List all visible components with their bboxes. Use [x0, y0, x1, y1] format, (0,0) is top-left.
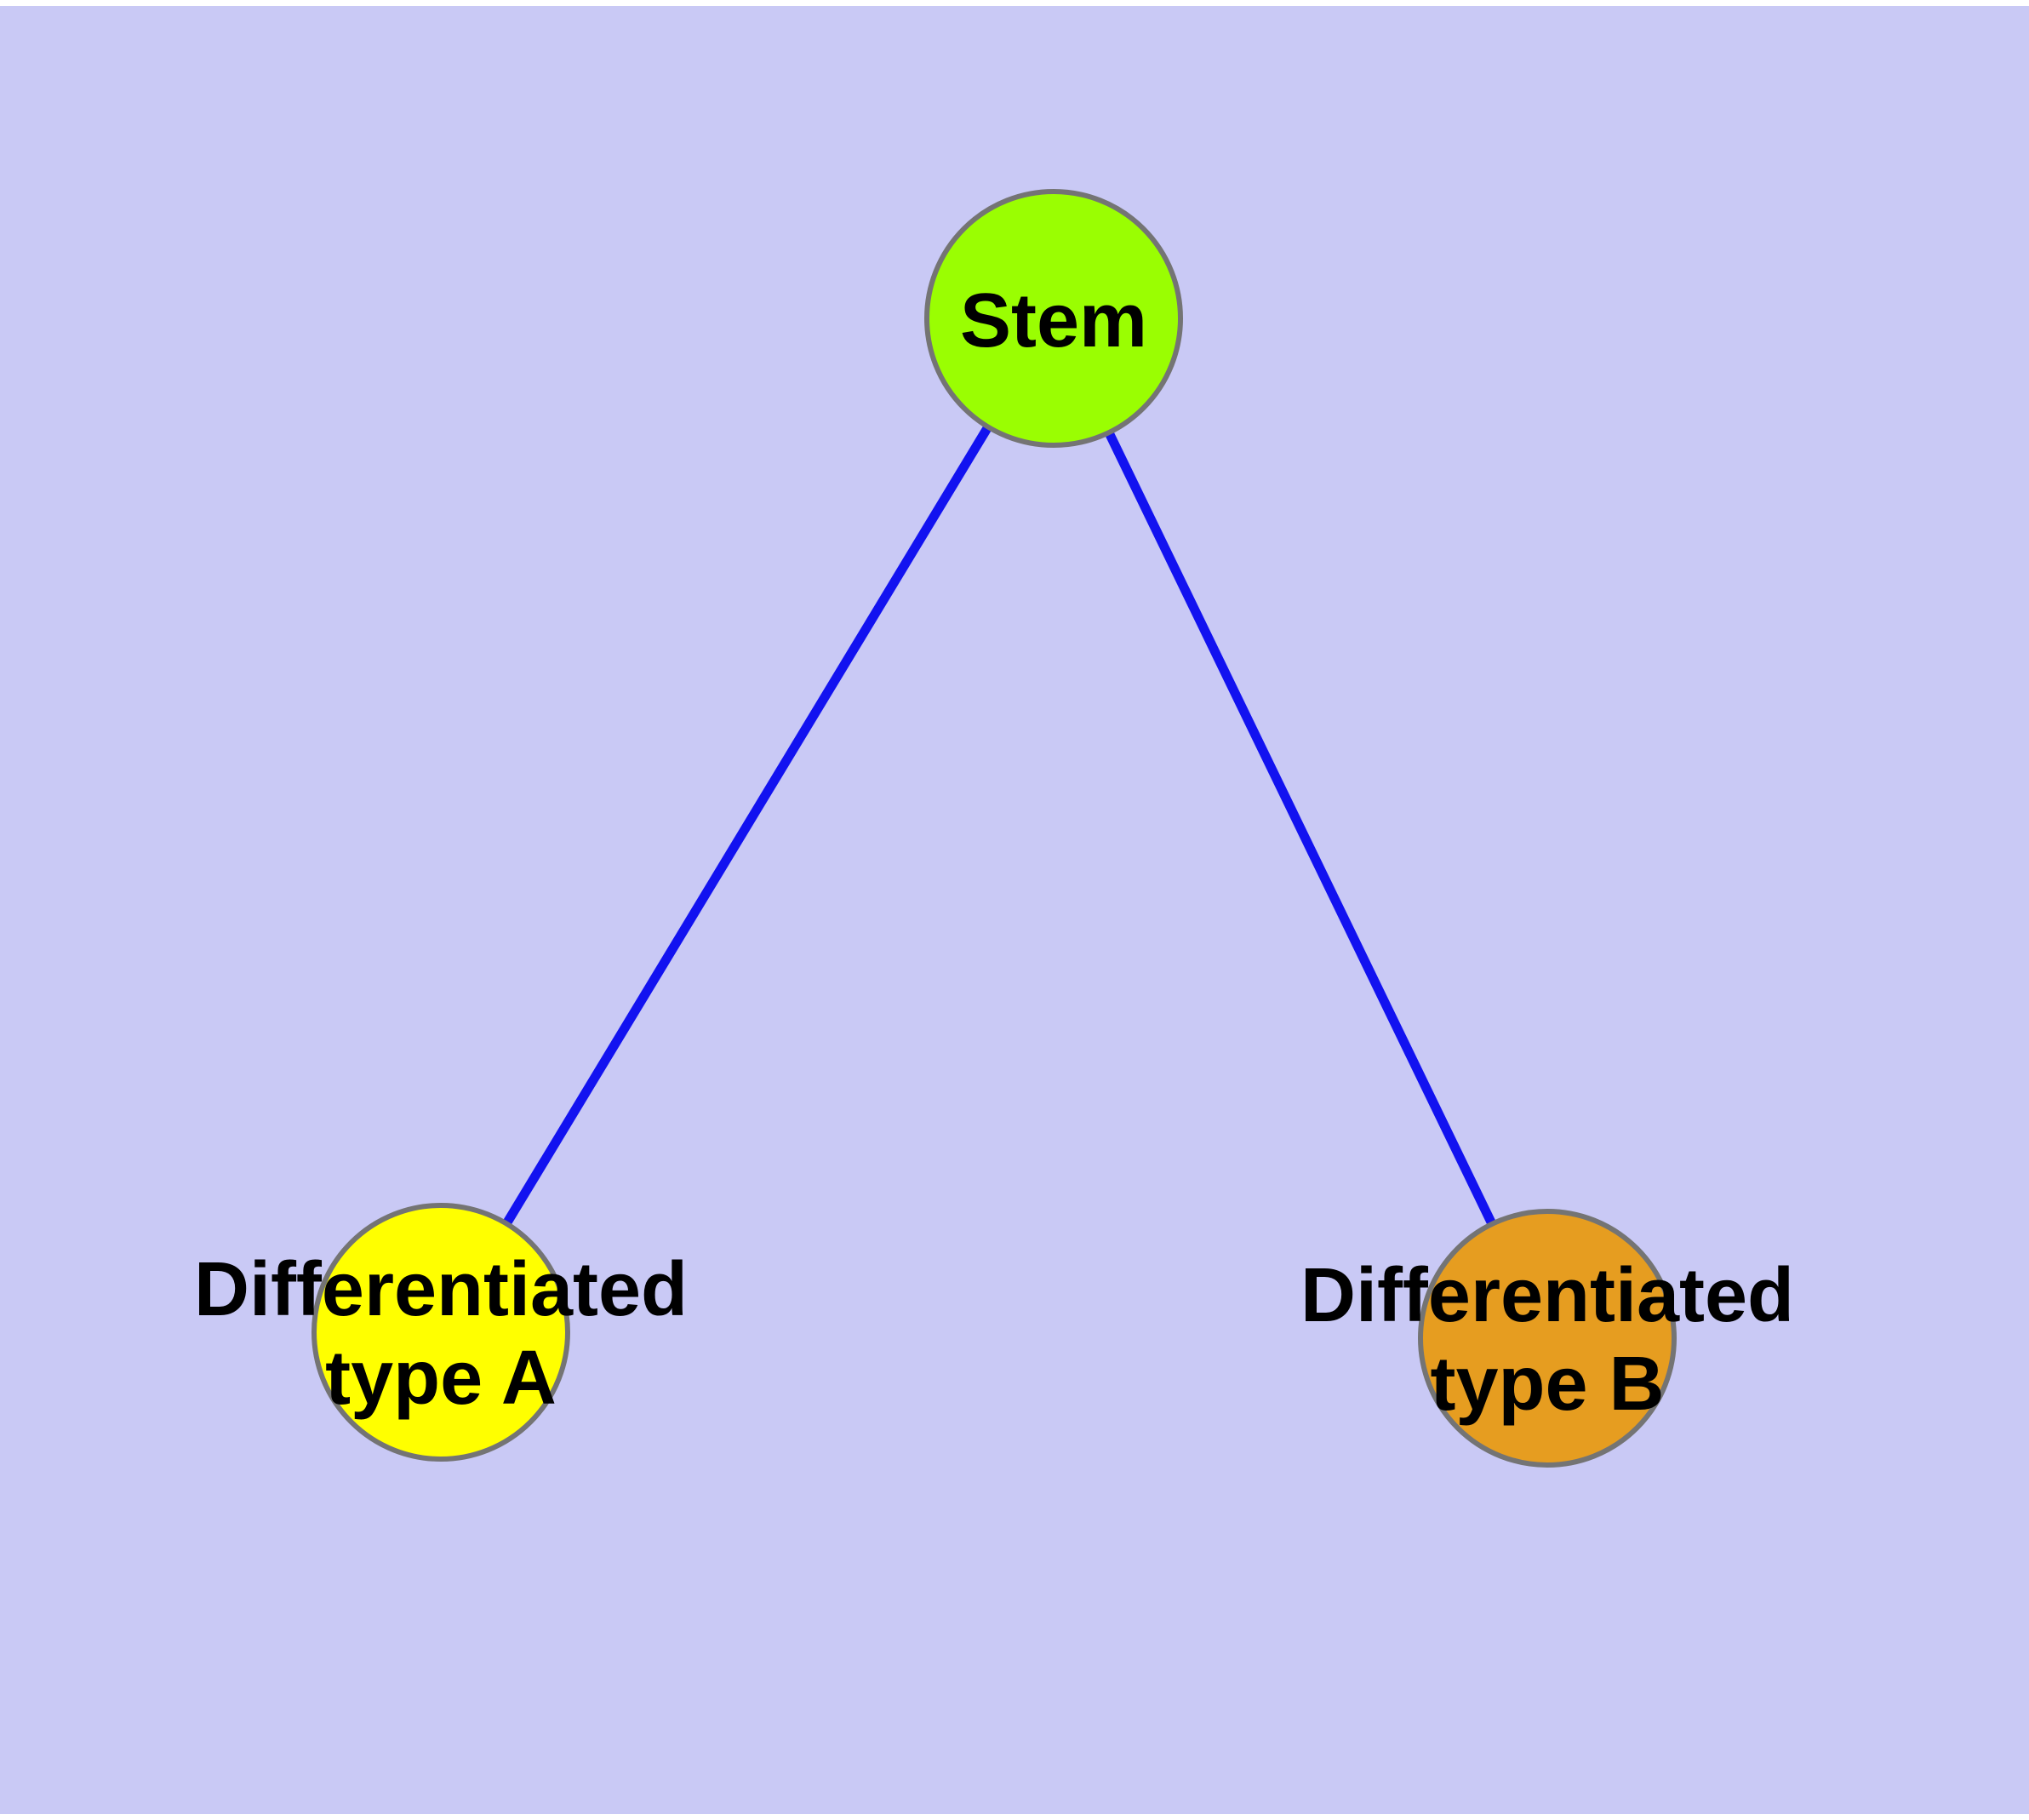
node-type-b-label-line1: Differentiated — [1300, 1253, 1794, 1338]
node-type-a-label-line2: type A — [325, 1336, 557, 1421]
node-differentiated-type-b — [1418, 1209, 1677, 1468]
node-type-b-label-line2: type B — [1430, 1342, 1664, 1427]
edge-stem-to-type-b — [1049, 316, 1552, 1341]
node-stem — [924, 189, 1183, 448]
node-stem-label: Stem — [960, 278, 1147, 363]
edge-stem-to-type-a — [437, 316, 1058, 1335]
node-type-a-label-line1: Differentiated — [194, 1247, 688, 1332]
node-differentiated-type-a — [311, 1203, 570, 1462]
